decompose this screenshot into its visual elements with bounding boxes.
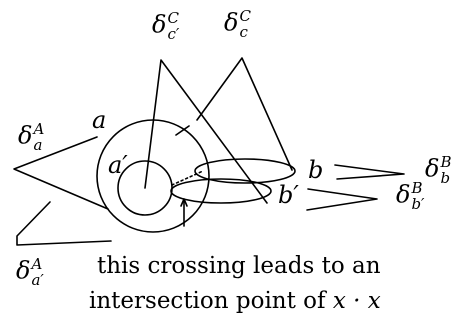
crossing-arrow-head — [180, 198, 188, 207]
cone-delta-a-prime-a — [16, 201, 112, 246]
caption-line-2-math: x · x — [332, 288, 381, 314]
ellipse-b-prime — [170, 178, 272, 204]
cone-delta-b-prime-b — [306, 188, 378, 211]
crossing-dotted-line — [171, 170, 204, 186]
caption-line-1: this crossing leads to an — [97, 253, 381, 279]
label-a: a — [92, 106, 107, 134]
label-b-prime: b′ — [278, 181, 299, 209]
caption-line-2-text: intersection point of — [89, 288, 333, 314]
ellipse-b — [194, 158, 296, 184]
cone-delta-c-prime-c — [144, 59, 268, 204]
cone-delta-a-a — [13, 136, 109, 210]
cone-delta-b-b — [334, 164, 405, 180]
label-a-prime: a′ — [108, 151, 128, 179]
caption-line-2: intersection point of x · x — [89, 290, 381, 313]
label-b: b — [308, 156, 324, 184]
cone-delta-c-c — [175, 57, 293, 171]
